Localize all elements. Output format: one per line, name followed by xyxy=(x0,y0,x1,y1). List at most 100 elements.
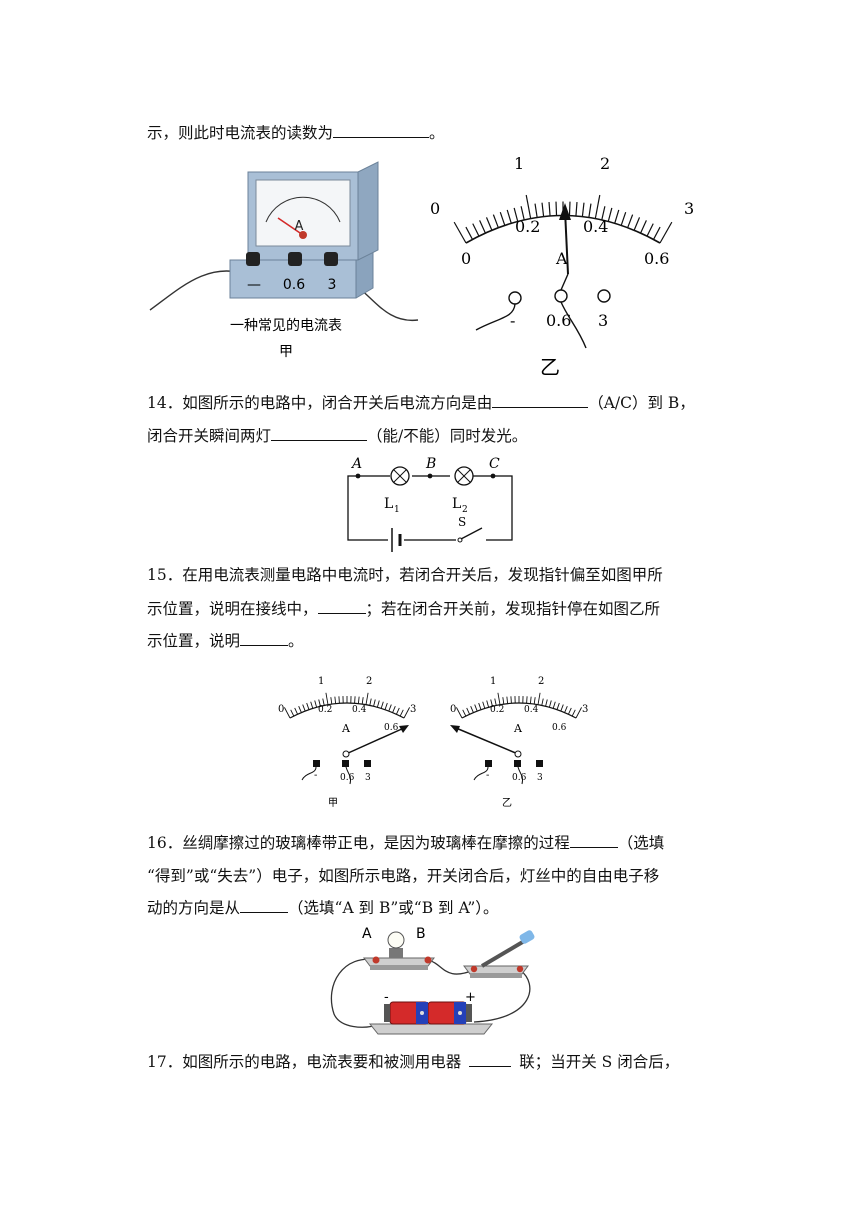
svg-text:0.2: 0.2 xyxy=(490,705,504,715)
dial-upper-0: 0 xyxy=(430,199,440,218)
q13-text-line: 示，则此时电流表的读数为。 xyxy=(147,122,445,142)
tick-mark xyxy=(302,704,306,712)
tick-mark xyxy=(392,705,396,713)
dial-upper-2: 2 xyxy=(600,154,610,173)
q16-circuit-photo: A B - + xyxy=(324,924,544,1040)
q15-meter-yi: 0 1 2 3 0.2 0.4 0.6 A - 0.6 3 乙 xyxy=(444,668,594,808)
tick-mark xyxy=(627,214,634,228)
tick-mark xyxy=(564,705,568,713)
dial-lower-02: 0.2 xyxy=(515,217,540,236)
dial-terminal-label-3: 3 xyxy=(598,311,608,330)
tick-mark xyxy=(537,692,541,705)
svg-text:3: 3 xyxy=(365,773,371,783)
node-b xyxy=(427,473,433,479)
tick-mark xyxy=(594,194,601,219)
tick-mark xyxy=(403,707,410,719)
q15-answer-blank-2[interactable] xyxy=(240,630,289,646)
dial-terminal-label-neg: - xyxy=(510,311,515,330)
tick-mark xyxy=(506,696,509,704)
tick-mark xyxy=(545,699,548,707)
dial-lower-0: 0 xyxy=(461,249,471,268)
q16-answer-blank-1[interactable] xyxy=(569,832,618,848)
tick-mark xyxy=(607,207,613,222)
tick-mark xyxy=(614,209,620,224)
svg-text:0.6: 0.6 xyxy=(512,773,527,783)
svg-text:1: 1 xyxy=(490,676,496,687)
ammeter-caption: 一种常见的电流表 xyxy=(230,318,342,334)
q17-answer-blank[interactable] xyxy=(469,1051,512,1067)
q14-circuit-diagram: A B C L 1 L 2 S xyxy=(340,456,520,552)
node-a xyxy=(355,473,361,479)
dial-upper-3: 3 xyxy=(684,199,694,218)
meter-yi-ticks xyxy=(456,692,582,719)
tick-mark xyxy=(568,201,571,216)
tick-mark xyxy=(388,704,392,712)
tick-mark xyxy=(365,692,369,705)
svg-text:0: 0 xyxy=(450,704,456,715)
tick-mark xyxy=(395,707,400,715)
tick-mark xyxy=(474,704,478,712)
dial-pointer xyxy=(564,209,569,275)
tick-mark xyxy=(369,698,372,706)
point-b-label: B xyxy=(425,456,436,472)
tick-mark xyxy=(290,709,295,717)
tick-mark xyxy=(465,226,473,240)
tick-mark xyxy=(478,702,482,710)
svg-text:1: 1 xyxy=(318,676,324,687)
meter-yi-label: 乙 xyxy=(502,797,512,808)
tick-mark xyxy=(284,707,291,719)
dial-pointer-head xyxy=(559,203,571,220)
dial-upper-1: 1 xyxy=(514,154,524,173)
battery-pos-label: + xyxy=(465,990,476,1005)
tick-mark xyxy=(314,700,318,708)
svg-text:A: A xyxy=(513,722,523,735)
terminal-label-06: 0.6 xyxy=(283,277,305,293)
tick-mark xyxy=(322,698,325,706)
tick-mark xyxy=(470,705,474,713)
ammeter-photo-figure: A — 0.6 3 一种常见的电流表 甲 xyxy=(148,160,428,375)
q15-answer-blank-1[interactable] xyxy=(317,598,366,614)
dial-terminal-06 xyxy=(554,289,568,303)
meter-jia-ticks xyxy=(284,692,410,719)
q15-line-2: 示位置，说明在接线中，；若在闭合开关前，发现指针停在如图乙所 xyxy=(147,598,661,618)
q16-answer-blank-2[interactable] xyxy=(240,897,289,913)
switch-lever xyxy=(480,938,528,968)
tick-mark xyxy=(575,707,582,719)
tick-mark xyxy=(560,704,564,712)
q14-answer-blank-1[interactable] xyxy=(492,392,589,408)
tick-mark xyxy=(306,702,310,710)
knob-neg xyxy=(246,252,260,266)
tick-mark xyxy=(490,699,493,707)
q15-meter-jia: 0 1 2 3 0.2 0.4 0.6 A - 0.6 3 甲 xyxy=(272,668,422,808)
switch-blade xyxy=(460,527,483,540)
tick-mark xyxy=(466,707,471,715)
tick-mark xyxy=(575,201,578,217)
tick-mark xyxy=(310,701,314,709)
tick-mark xyxy=(482,701,486,709)
q13-text: 示，则此时电流表的读数为 xyxy=(147,124,334,142)
meter-jia-pointer xyxy=(345,727,405,755)
q15-line-1: 15．在用电流表测量电路中电流时，若闭合开关后，发现指针偏至如图甲所 xyxy=(147,566,663,584)
svg-text:3: 3 xyxy=(410,704,416,715)
tick-mark xyxy=(334,696,337,704)
svg-text:3: 3 xyxy=(537,773,543,783)
tick-mark xyxy=(552,701,556,709)
wire-lamp-switch xyxy=(427,959,475,975)
q17-line-1: 17．如图所示的电路，电流表要和被测用电器联；当开关 S 闭合后， xyxy=(147,1051,680,1071)
svg-text:0.4: 0.4 xyxy=(352,705,367,715)
q16-line-1: 16．丝绸摩擦过的玻璃棒带正电，是因为玻璃棒在摩擦的过程（选填 xyxy=(147,832,665,852)
figure-label-jia: 甲 xyxy=(279,344,293,360)
tick-mark xyxy=(492,214,499,228)
tick-mark xyxy=(555,201,558,216)
tick-mark xyxy=(499,211,506,226)
tick-mark xyxy=(529,696,532,704)
svg-text:0.6: 0.6 xyxy=(552,723,567,733)
dial-lower-06: 0.6 xyxy=(644,249,669,268)
svg-text:0.6: 0.6 xyxy=(384,723,399,733)
tick-mark xyxy=(620,211,627,226)
q14-answer-blank-2[interactable] xyxy=(271,425,368,441)
tick-mark xyxy=(479,220,486,234)
q13-answer-blank[interactable] xyxy=(333,122,430,138)
svg-text:0.2: 0.2 xyxy=(318,705,332,715)
tick-mark xyxy=(497,692,501,705)
